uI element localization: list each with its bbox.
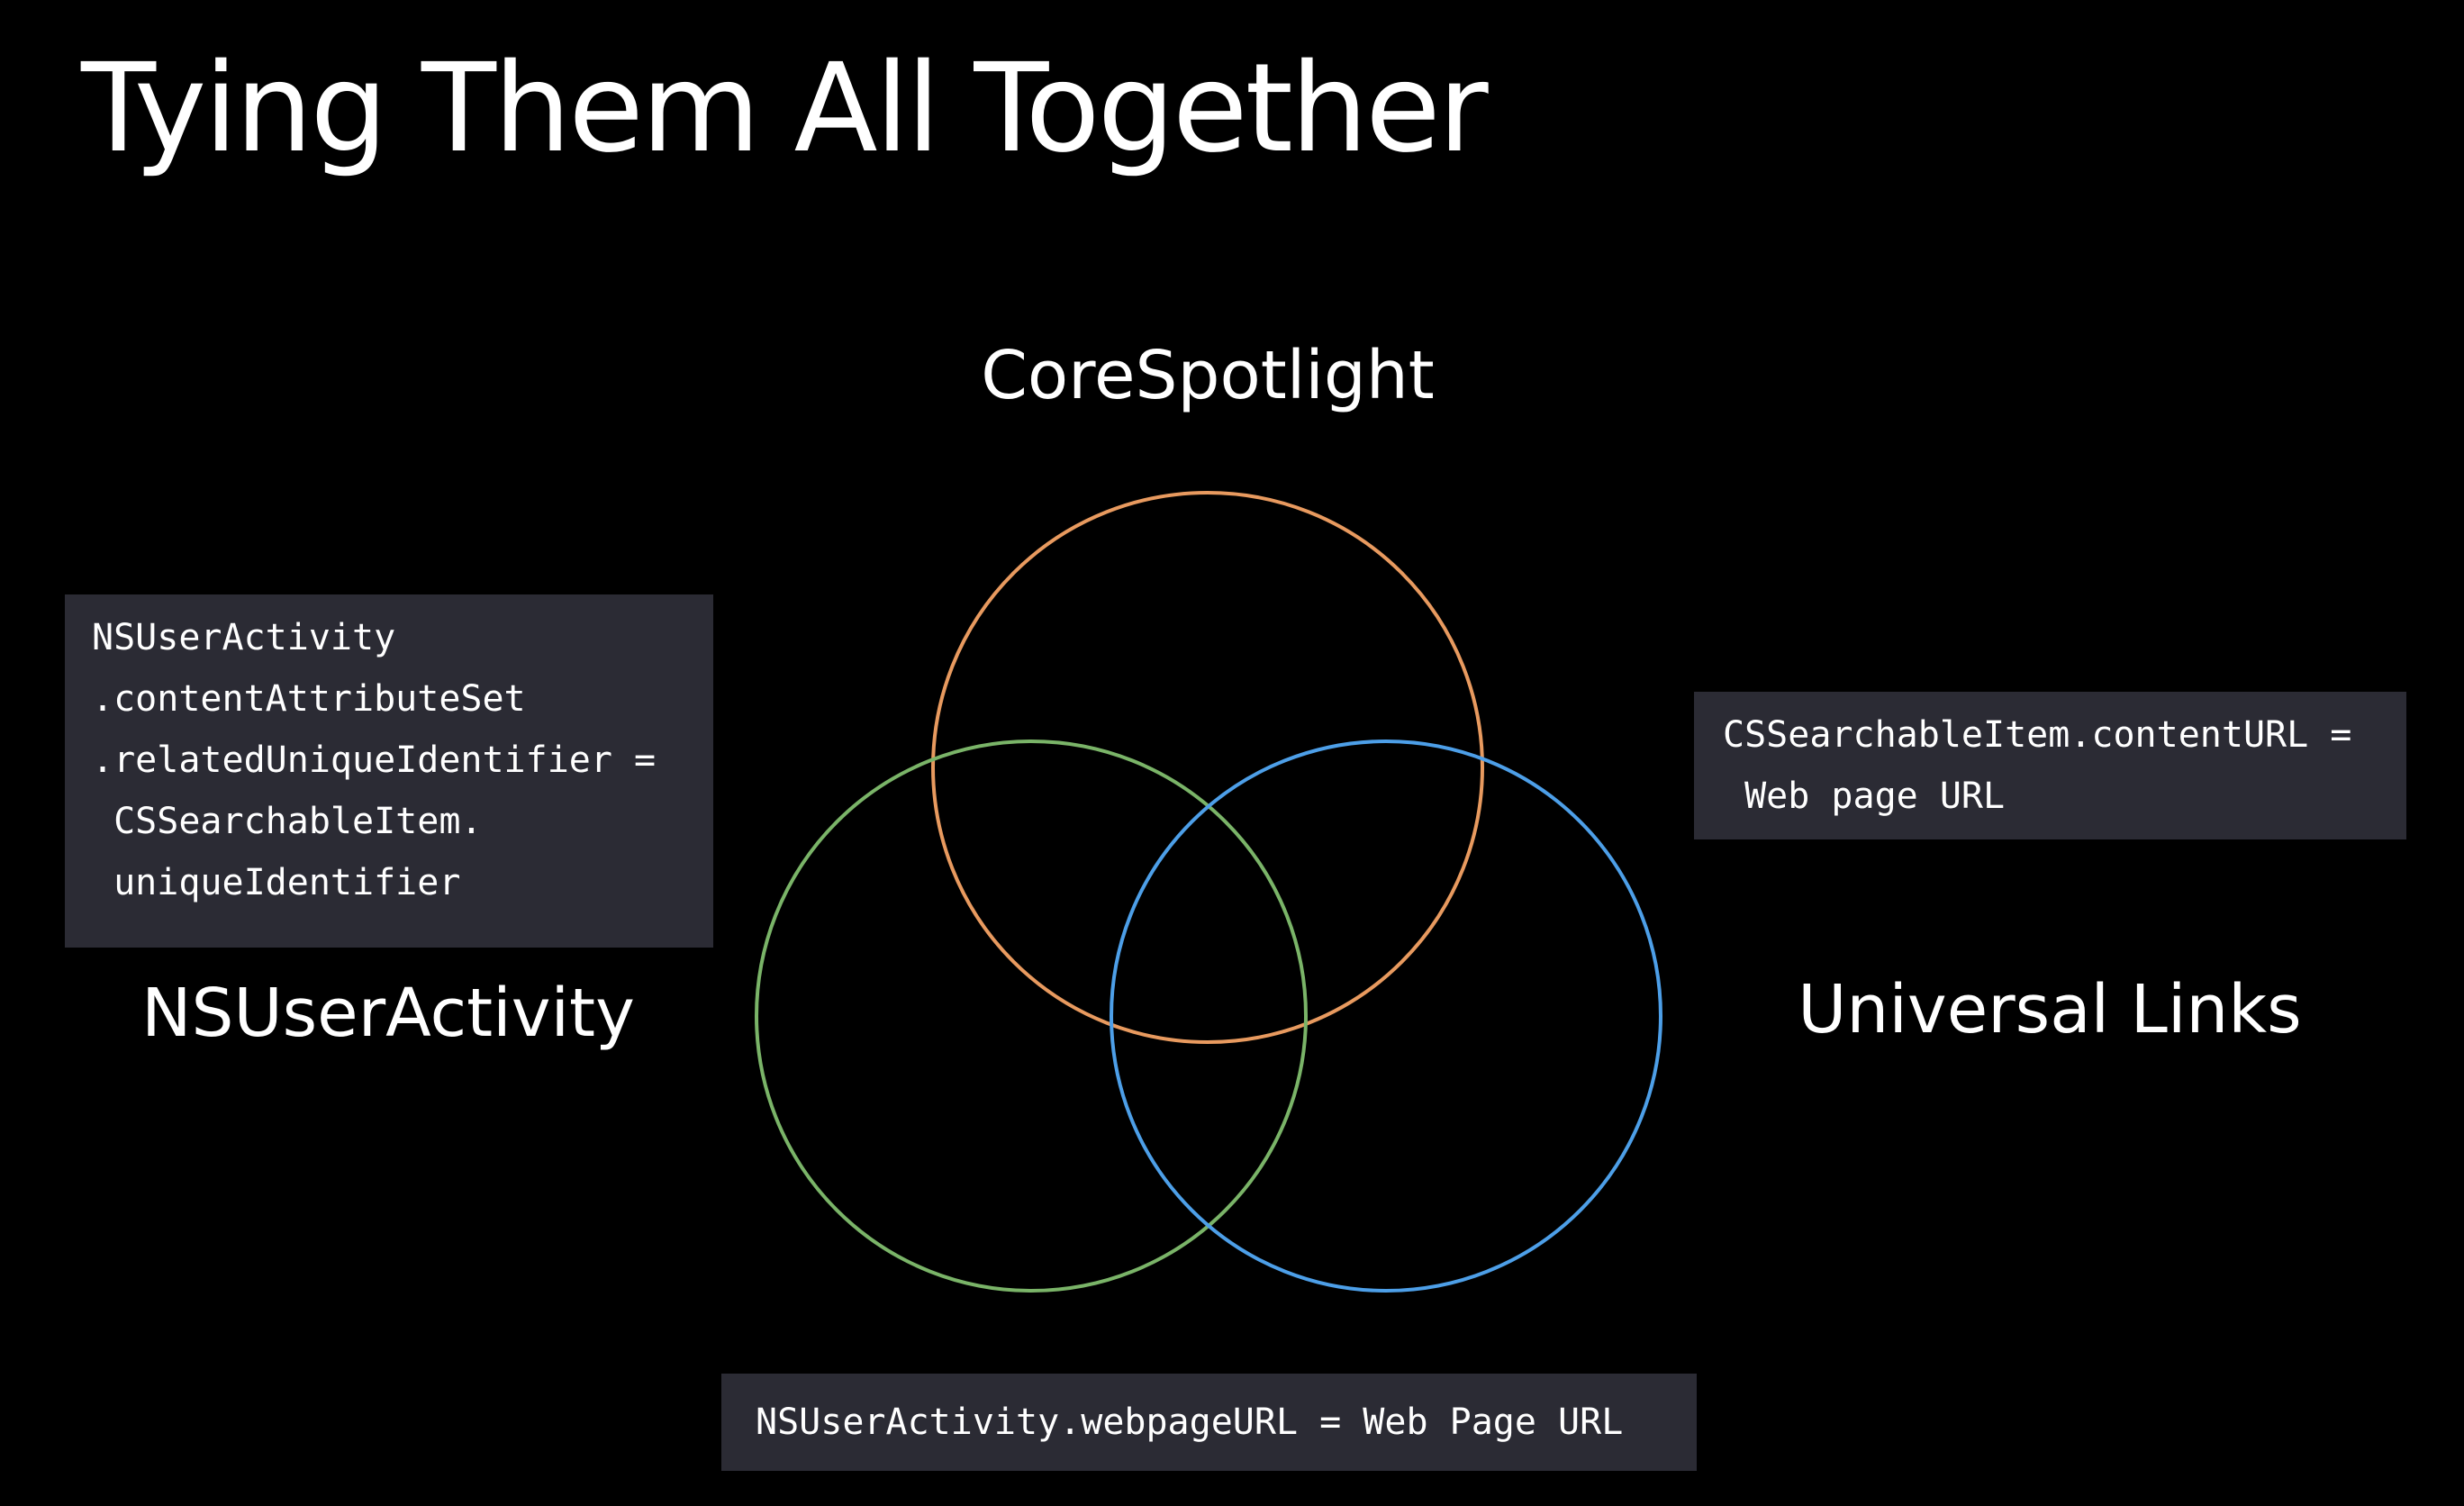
code-line: uniqueIdentifier: [92, 862, 461, 903]
webpage-url-code-box: NSUserActivity.webpageURL = Web Page URL: [721, 1374, 1697, 1471]
nsuseractivity-label: NSUserActivity: [141, 975, 635, 1052]
code-line: NSUserActivity: [92, 617, 396, 658]
corespotlight-circle: [931, 491, 1484, 1044]
code-line: Web page URL: [1723, 776, 2006, 817]
universal-links-circle: [1110, 739, 1662, 1293]
code-line: .contentAttributeSet: [92, 678, 526, 720]
universal-links-code-box: CSSearchableItem.contentURL = Web page U…: [1694, 692, 2406, 839]
nsuseractivity-code-box: NSUserActivity .contentAttributeSet .rel…: [65, 594, 713, 948]
universal-links-label: Universal Links: [1798, 971, 2302, 1048]
code-line: .relatedUniqueIdentifier =: [92, 739, 657, 781]
slide-title: Tying Them All Together: [81, 38, 1489, 180]
code-line: NSUserActivity.webpageURL = Web Page URL: [756, 1402, 1624, 1443]
code-line: CSSearchableItem.: [92, 801, 483, 842]
corespotlight-label: CoreSpotlight: [981, 337, 1435, 414]
nsuseractivity-circle: [755, 739, 1308, 1293]
code-line: CSSearchableItem.contentURL =: [1723, 714, 2352, 756]
